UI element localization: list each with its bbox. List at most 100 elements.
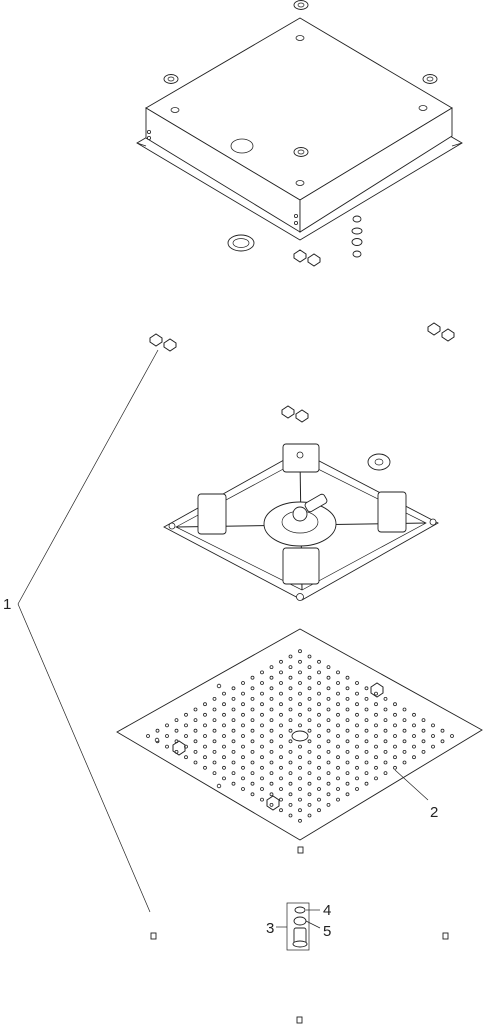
nozzle [336,712,340,717]
nozzle [298,723,302,728]
clip-set-box [293,249,321,267]
nozzle [298,765,302,770]
nozzle [307,813,312,818]
nozzle [393,755,397,760]
nozzle [165,744,169,749]
nozzle [355,702,359,707]
nozzle [317,691,321,696]
nozzle [241,723,245,728]
nozzle [298,787,302,791]
nozzle [298,744,302,749]
nozzle [279,691,283,696]
nozzle [336,765,340,770]
nozzle [374,712,378,717]
nozzle [402,718,407,722]
housing-bottom [282,547,320,585]
clip-left [149,333,177,352]
nozzle-grid [146,649,454,823]
nozzle [231,739,236,744]
nozzle [279,681,283,685]
nozzle [307,718,312,722]
nozzle [393,765,397,770]
nozzle [288,781,293,786]
nozzle [374,755,378,760]
nozzle [317,787,321,791]
nozzle [364,771,369,775]
nozzle [345,771,350,775]
plate-clip-right [370,682,384,698]
nozzle [279,723,283,728]
nozzle [336,702,340,707]
callout-5: 5 [323,923,331,940]
nozzle [298,691,302,696]
nozzle [203,765,207,770]
nozzle [203,712,207,717]
nozzle [383,739,388,744]
nozzle [383,718,388,722]
nozzle [307,728,312,733]
shower-body-frame [163,443,439,601]
nozzle [355,776,359,781]
nozzle [155,728,160,733]
nozzle [288,739,293,744]
nozzle [174,728,179,733]
nozzle [345,728,350,733]
callout-4: 4 [323,902,331,919]
nozzle [383,760,388,765]
nozzle [298,712,302,717]
nozzle [317,670,321,675]
nozzle [345,675,350,680]
nozzle [269,771,274,775]
nozzle [345,750,350,754]
nozzle [222,776,226,781]
nozzle [241,712,245,717]
nozzle [269,760,274,765]
nozzle [317,659,321,664]
nozzle [345,739,350,744]
nozzle [260,734,264,738]
nozzle [326,760,331,765]
nozzle [250,728,255,733]
nozzle [250,686,255,691]
nozzle [364,707,369,712]
leader-lines [17,349,429,929]
nozzle [260,681,264,685]
nozzle [345,781,350,786]
nozzle [355,691,359,696]
grommet-top [293,0,309,10]
nozzle [307,697,312,701]
nozzle [412,755,416,760]
nozzle [364,718,369,722]
nozzle [431,744,435,749]
nozzle [326,728,331,733]
nozzle [260,765,264,770]
nozzle [250,718,255,722]
nozzle [250,739,255,744]
nozzle [184,712,188,717]
nozzle [355,755,359,760]
nozzle [298,670,302,675]
nozzle [231,707,236,712]
nozzle [250,697,255,701]
screw-left [150,932,157,940]
nozzle [355,787,359,791]
nozzle [288,760,293,765]
nozzle [383,728,388,733]
nozzle [307,760,312,765]
nozzle [222,712,226,717]
nozzle [374,691,378,696]
nozzle [298,702,302,707]
nozzle [241,744,245,749]
nozzle [345,718,350,722]
nozzle [317,797,321,802]
nozzle [345,760,350,765]
nozzle [393,702,397,707]
nozzle [184,723,188,728]
nozzle [288,718,293,722]
nozzle [326,771,331,775]
nozzle [241,691,245,696]
nozzle [288,728,293,733]
nozzle [336,787,340,791]
nozzle [260,787,264,791]
nozzle [336,681,340,685]
